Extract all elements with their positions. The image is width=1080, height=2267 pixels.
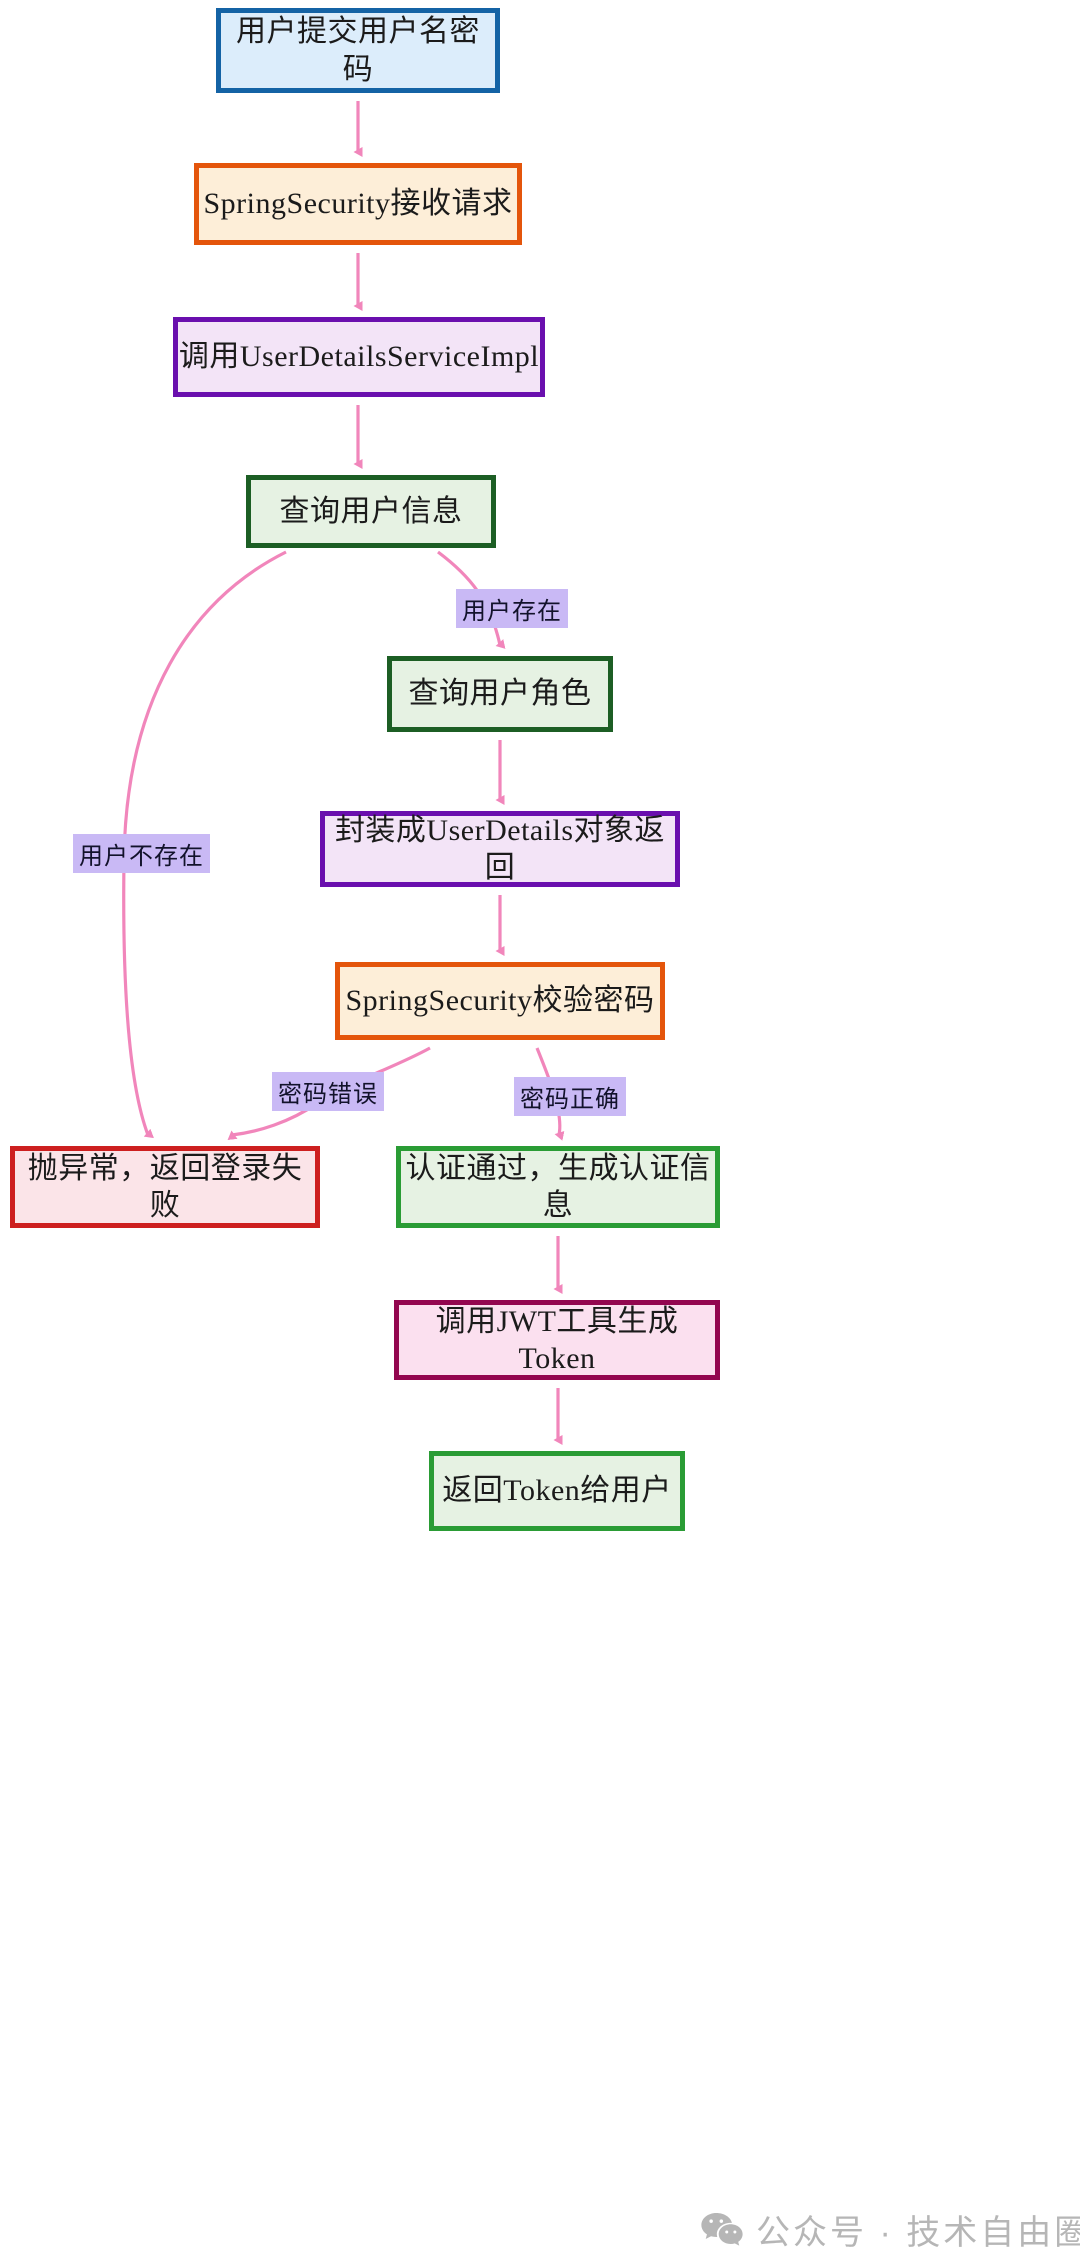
node-query-user-info[interactable]: 查询用户信息 <box>246 475 496 548</box>
edge-label-text: 用户存在 <box>462 599 562 625</box>
edge-label-text: 密码错误 <box>278 1082 378 1108</box>
watermark-text: 公众号 · 技术自由圈 <box>756 2214 1080 2252</box>
node-label: 返回Token给用户 <box>442 1474 672 1508</box>
node-label: 认证通过，生成认证信息 <box>405 1151 711 1223</box>
edge-label-text: 用户不存在 <box>79 844 204 870</box>
node-wrap-userdetails-return[interactable]: 封装成UserDetails对象返回 <box>320 811 680 887</box>
node-label: 查询用户信息 <box>279 494 463 528</box>
node-springsecurity-verify-password[interactable]: SpringSecurity校验密码 <box>335 962 665 1040</box>
node-label: 用户提交用户名密码 <box>236 15 480 86</box>
edge-label-correct-password: 密码正确 <box>514 1077 626 1116</box>
node-auth-success-generate-auth-info[interactable]: 认证通过，生成认证信息 <box>396 1146 720 1228</box>
watermark: 公众号 · 技术自由圈 <box>700 2205 1080 2254</box>
edge-label-user-not-exists: 用户不存在 <box>73 834 210 873</box>
wechat-icon <box>701 2212 743 2246</box>
node-label: SpringSecurity接收请求 <box>203 187 513 221</box>
edge-label-user-exists: 用户存在 <box>456 589 568 628</box>
node-call-userdetailsserviceimpl[interactable]: 调用UserDetailsServiceImpl <box>173 317 545 397</box>
node-springsecurity-receive-request[interactable]: SpringSecurity接收请求 <box>194 163 522 245</box>
node-label: 调用JWT工具生成Token <box>435 1304 679 1376</box>
edge-label-text: 密码正确 <box>520 1087 620 1113</box>
node-return-token-to-user[interactable]: 返回Token给用户 <box>429 1451 685 1531</box>
node-throw-exception-login-failed[interactable]: 抛异常，返回登录失败 <box>10 1146 320 1228</box>
node-query-user-roles[interactable]: 查询用户角色 <box>387 656 613 732</box>
node-label: 抛异常，返回登录失败 <box>27 1151 303 1223</box>
node-label: 查询用户角色 <box>408 677 592 711</box>
edge-label-wrong-password: 密码错误 <box>272 1072 384 1111</box>
node-label: SpringSecurity校验密码 <box>345 984 655 1018</box>
node-submit-credentials[interactable]: 用户提交用户名密码 <box>216 8 500 93</box>
node-label: 封装成UserDetails对象返回 <box>334 813 666 885</box>
node-label: 调用UserDetailsServiceImpl <box>178 340 540 374</box>
node-call-jwt-generate-token[interactable]: 调用JWT工具生成Token <box>394 1300 720 1380</box>
